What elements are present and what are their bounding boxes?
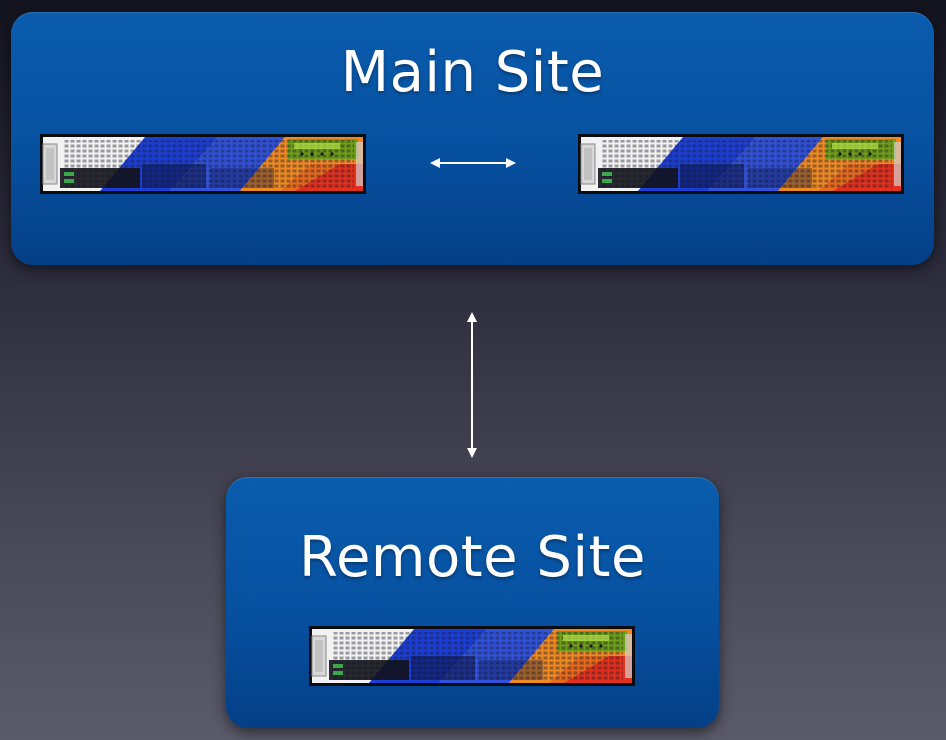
remote-site-title: Remote Site bbox=[299, 525, 646, 590]
server-icon bbox=[578, 134, 904, 194]
remote-site-box: Remote Site bbox=[226, 477, 719, 728]
main-site-title: Main Site bbox=[340, 40, 605, 105]
server-icon bbox=[309, 626, 635, 686]
bidirectional-arrow-vertical bbox=[467, 312, 477, 458]
server-icon bbox=[40, 134, 366, 194]
main-site-box: Main Site bbox=[11, 12, 934, 265]
bidirectional-arrow-horizontal bbox=[430, 158, 516, 168]
